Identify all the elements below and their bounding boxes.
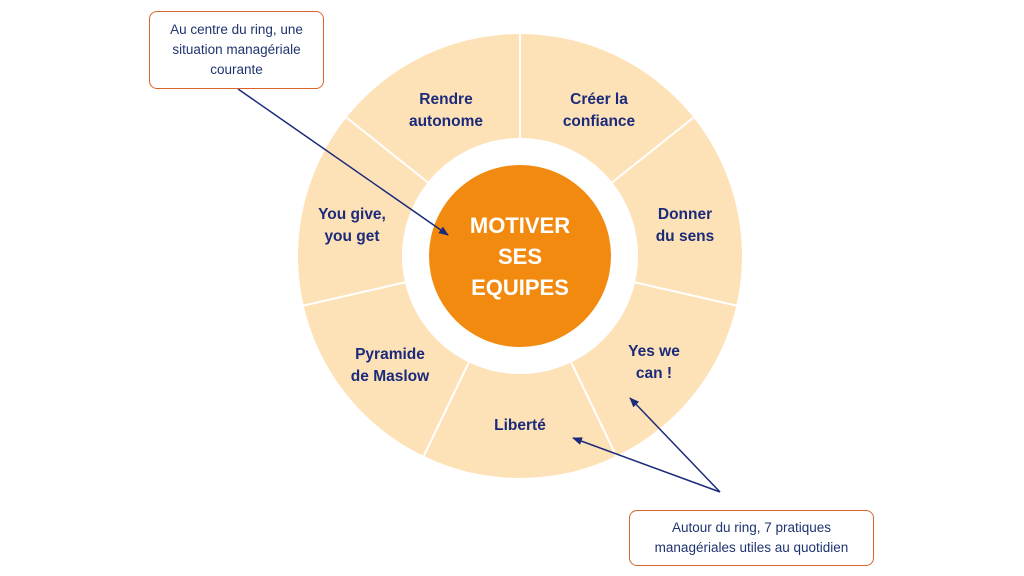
callout-top-line: Au centre du ring, une: [170, 22, 303, 37]
callout-bottom-line: managériales utiles au quotidien: [654, 540, 849, 555]
ring-divider: [421, 361, 470, 459]
center-title: MOTIVER SES EQUIPES: [470, 213, 570, 300]
ring-divider: [570, 361, 619, 459]
segment-label: Liberté: [494, 417, 546, 434]
segment-label: Rendre autonome: [409, 91, 483, 130]
segment-label-line: Pyramide: [355, 346, 425, 363]
callout-top-line: situation managériale: [172, 42, 301, 57]
callout-arrows: [237, 88, 721, 493]
center-title-line: EQUIPES: [471, 275, 569, 300]
ring-divider: [301, 281, 406, 307]
callout-top-line: courante: [210, 62, 263, 77]
center-title-line: MOTIVER: [470, 213, 570, 238]
segment-label-line: you get: [324, 228, 379, 245]
callout-center-explanation: Au centre du ring, une situation managér…: [149, 11, 324, 89]
ring-divider: [611, 115, 696, 184]
callout-bottom-line: Autour du ring, 7 pratiques: [671, 520, 832, 535]
center-title-line: SES: [498, 244, 542, 269]
segment-label: Yes we can !: [628, 343, 680, 382]
segment-label-line: Liberté: [494, 417, 546, 434]
segment-label: Créer la confiance: [563, 91, 636, 130]
segment-label-line: du sens: [656, 228, 715, 245]
callout-arrow: [237, 88, 449, 236]
segment-label-line: Yes we: [628, 343, 680, 360]
segment-label-line: can !: [636, 365, 672, 382]
segment-label-line: You give,: [318, 206, 386, 223]
callout-arrow: [629, 397, 721, 493]
ring-divider: [344, 115, 429, 184]
center-circle: [429, 165, 611, 347]
segment-label-line: confiance: [563, 113, 636, 130]
segment-label: Donner du sens: [656, 206, 715, 245]
segment-label: You give, you get: [318, 206, 386, 245]
ring-dividers: [301, 32, 739, 459]
ring-divider: [634, 281, 739, 307]
segment-label-line: Donner: [658, 206, 712, 223]
segment-label-line: Créer la: [570, 91, 628, 108]
segment-label-line: autonome: [409, 113, 483, 130]
callout-ring-explanation: Autour du ring, 7 pratiques managériales…: [629, 510, 874, 566]
segment-label: Pyramide de Maslow: [351, 346, 430, 385]
segment-label-line: de Maslow: [351, 368, 430, 385]
callout-arrow: [572, 437, 721, 493]
segment-label-line: Rendre: [419, 91, 473, 108]
